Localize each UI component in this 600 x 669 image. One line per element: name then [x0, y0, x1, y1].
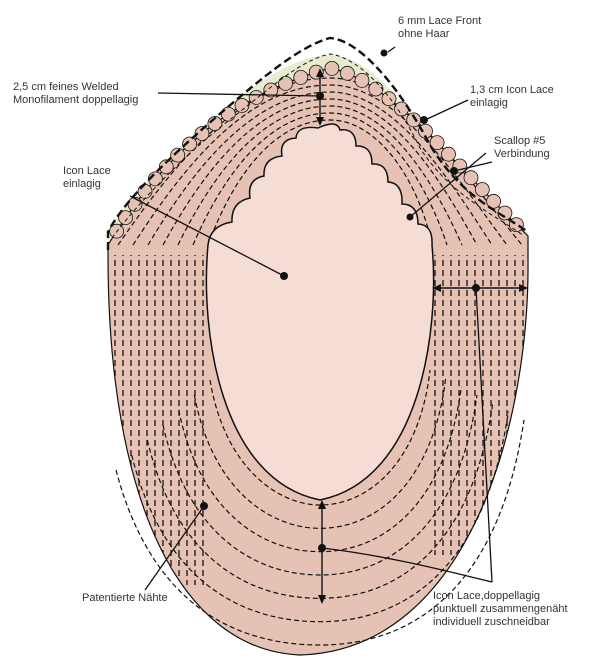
leader-scallop-b [409, 152, 487, 218]
top-row-0 [117, 77, 523, 246]
label-welded-mono-line1: 2,5 cm feines Welded [13, 81, 119, 93]
top-row-1 [132, 84, 508, 246]
scallop-bump [182, 136, 198, 152]
scallop-bump [118, 210, 133, 226]
label-patented-seams-line1: Patentierte Nähte [82, 592, 168, 604]
bottom-row-3 [162, 394, 478, 576]
dot-icon-lace-center [280, 272, 288, 280]
scallop-bump [394, 101, 409, 117]
scallop-bump [381, 91, 397, 107]
scallop-row [109, 61, 524, 239]
bottom-row-5 [193, 378, 447, 529]
scallop-bump [263, 82, 279, 98]
arrowhead-right [519, 284, 528, 292]
center-panel [205, 123, 435, 501]
scallop-bump [486, 193, 502, 209]
scallop-bump [497, 205, 513, 221]
label-icon-lace-double: Icon Lace,doppellagig punktuell zusammen… [433, 590, 568, 629]
scallop-bump [339, 65, 355, 81]
scallop-bump [234, 98, 250, 113]
leader-lines [129, 46, 493, 591]
label-scallop-line1: Scallop #5 [494, 135, 546, 147]
scallop-bump [194, 126, 210, 141]
bottom-row-1 [131, 411, 509, 623]
arrowhead-back-down [318, 595, 326, 604]
scallop-bump [324, 61, 340, 76]
leader-icon-lace-double-b [475, 287, 493, 583]
bottom-row-0 [115, 419, 525, 646]
dot-icon-lace-top [420, 116, 428, 124]
arrowhead-up [316, 68, 324, 77]
front-inner-line [111, 53, 525, 239]
label-welded-mono: 2,5 cm feines Welded Monofilament doppel… [13, 81, 138, 107]
scallop-bump [220, 106, 236, 122]
label-icon-lace-double-line2: punktuell zusammengenäht [433, 603, 568, 615]
label-scallop-line2: Verbindung [494, 148, 550, 160]
label-icon-lace-double-line3: individuell zuschneidbar [433, 616, 550, 628]
dot-scallop-inner [406, 213, 414, 221]
label-icon-lace-top-line1: 1,3 cm Icon Lace [470, 84, 554, 96]
arrowhead-down [316, 117, 324, 126]
leader-patented-seams [144, 505, 205, 591]
leader-scallop-a [453, 161, 493, 172]
leader-icon-lace-center [129, 195, 285, 277]
scallop-bump [158, 159, 174, 175]
leader-icon-lace-top [424, 99, 469, 121]
scallop-bump [137, 183, 153, 199]
label-icon-lace-top-line2: einlagig [470, 97, 508, 109]
label-icon-lace-center: Icon Lace einlagig [63, 165, 111, 191]
dot-front-lace [380, 49, 388, 57]
scallop-bump [463, 170, 479, 186]
scallop-bump [441, 146, 456, 162]
dot-patented-seams [200, 502, 208, 510]
arrowhead-left [432, 284, 441, 292]
label-icon-lace-center-line2: einlagig [63, 178, 101, 190]
top-row-5 [192, 112, 448, 246]
label-icon-lace-double-line1: Icon Lace,doppellagig [433, 590, 541, 602]
leader-welded-mono [157, 92, 321, 97]
scallop-bump [509, 217, 524, 233]
scallop-bump [170, 147, 186, 163]
measure-arrows [316, 68, 528, 604]
scallop-bump [293, 70, 309, 85]
scallop-bump [248, 90, 264, 105]
top-row-6 [207, 119, 433, 246]
front-boundary [106, 36, 529, 250]
label-front-lace-line2: ohne Haar [398, 28, 450, 40]
label-front-lace-line1: 6 mm Lace Front [398, 15, 482, 27]
label-welded-mono-line2: Monofilament doppellagig [13, 94, 139, 106]
scallop-bump [354, 73, 370, 88]
top-row-4 [177, 105, 463, 246]
scallop-bump [429, 135, 445, 151]
arrowhead-back-up [318, 500, 326, 509]
leader-icon-lace-double-a [321, 547, 493, 583]
scallop-bump [368, 81, 384, 97]
scallop-bump [474, 182, 490, 197]
top-row-3 [162, 98, 478, 246]
label-icon-lace-center-line1: Icon Lace [63, 165, 111, 177]
bottom-row-4 [178, 386, 462, 553]
dot-scallop [450, 167, 458, 175]
leader-front-lace [387, 46, 396, 53]
top-row-2 [147, 91, 493, 246]
label-front-lace: 6 mm Lace Front ohne Haar [398, 15, 481, 41]
label-icon-lace-top: 1,3 cm Icon Lace einlagig [470, 84, 554, 110]
label-scallop: Scallop #5 Verbindung [494, 135, 550, 161]
label-patented-seams: Patentierte Nähte [82, 592, 168, 605]
scallop-bump [278, 76, 294, 91]
